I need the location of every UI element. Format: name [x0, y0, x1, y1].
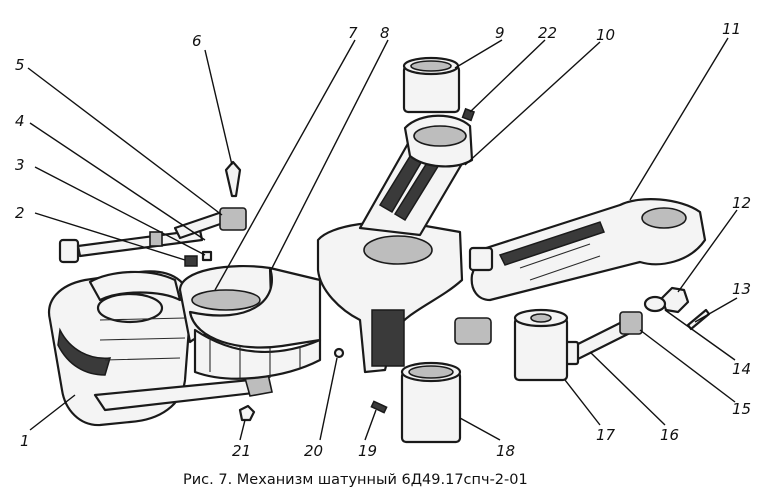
part-stud-nut	[173, 207, 247, 240]
part-small-dowel	[184, 255, 198, 267]
callout-3: 3	[15, 156, 25, 174]
callout-16: 16	[660, 426, 679, 444]
part-bushing-18	[400, 361, 462, 444]
callout-18: 18	[496, 442, 515, 460]
part-bushing-9	[402, 56, 461, 114]
part-ball-20	[333, 347, 345, 359]
callout-5: 5	[15, 56, 25, 74]
callout-15: 15	[732, 400, 751, 418]
part-bearing-shell-8	[188, 266, 322, 380]
part-threaded-nut	[454, 317, 492, 345]
callout-22: 22	[538, 24, 557, 42]
callout-11: 11	[722, 20, 741, 38]
part-connecting-rod-10	[316, 114, 474, 374]
part-small-pin	[201, 250, 213, 262]
part-long-bolt	[58, 228, 204, 264]
part-pin-19	[370, 400, 388, 414]
callout-1: 1	[20, 432, 30, 450]
callout-9: 9	[495, 24, 505, 42]
part-bolt-15-16	[560, 311, 643, 366]
callout-numbers: 1 2 3 4 5 6 7 8 9 22 10 11 12 13 14 15 1…	[15, 20, 751, 460]
callout-6: 6	[192, 32, 202, 50]
part-cotter-pin-6	[224, 160, 242, 198]
callout-20: 20	[304, 442, 323, 460]
part-nut-21	[238, 404, 256, 422]
callout-21: 21	[232, 442, 251, 460]
part-cap-assembly	[47, 270, 273, 427]
part-nut-12	[660, 286, 690, 314]
callout-2: 2	[15, 204, 25, 222]
callout-7: 7	[348, 24, 358, 42]
callout-4: 4	[15, 112, 25, 130]
part-piston-pin-17	[513, 308, 569, 382]
leader-lines	[27, 37, 738, 441]
part-washer-14	[643, 295, 667, 313]
callout-12: 12	[732, 194, 751, 212]
part-connecting-rod-11	[468, 198, 707, 302]
callout-17: 17	[596, 426, 616, 444]
figure-caption: Рис. 7. Механизм шатунный 6Д49.17спч-2-0…	[183, 472, 528, 488]
callout-13: 13	[732, 280, 751, 298]
callout-10: 10	[596, 26, 615, 44]
callout-19: 19	[358, 442, 377, 460]
callout-14: 14	[732, 360, 751, 378]
callout-8: 8	[380, 24, 390, 42]
